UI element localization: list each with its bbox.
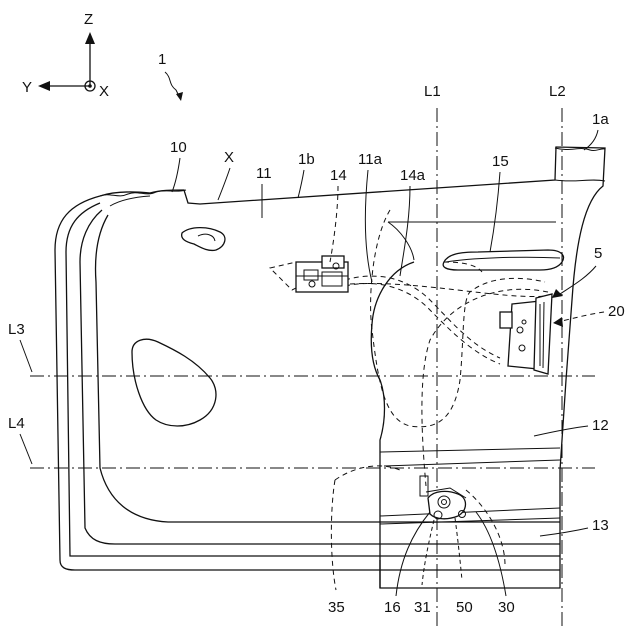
label-11a: 11a — [358, 151, 383, 168]
leader-10 — [172, 158, 180, 192]
leader-x-mark — [218, 168, 230, 200]
figure-ref-arrowhead — [176, 92, 183, 101]
label-14a: 14a — [400, 167, 426, 184]
trim-hole-inner — [198, 234, 215, 241]
y-axis-arrow — [38, 81, 50, 91]
frame-outline-3 — [80, 210, 560, 544]
leader-l3 — [20, 340, 32, 372]
label-20: 20 — [608, 303, 625, 320]
leader-13 — [540, 528, 588, 536]
inner-belt-curve — [388, 222, 414, 260]
label-13: 13 — [592, 517, 609, 534]
hidden-31-line — [422, 520, 434, 585]
section12-line-2 — [384, 460, 560, 466]
label-10: 10 — [170, 139, 187, 156]
label-l2: L2 — [549, 83, 566, 100]
panel-sketch-edge — [110, 196, 150, 206]
label-l4: L4 — [8, 415, 25, 432]
hidden-lines — [331, 210, 548, 590]
label-l3: L3 — [8, 321, 25, 338]
cable-a — [345, 276, 500, 358]
module-tab — [500, 312, 512, 328]
leader-5 — [560, 266, 596, 294]
label-50: 50 — [456, 599, 473, 616]
label-35: 35 — [328, 599, 345, 616]
leader-14 — [330, 186, 338, 262]
leader-11a — [365, 170, 372, 282]
trim-hole — [182, 228, 225, 251]
leader-20 — [558, 312, 604, 322]
label-12: 12 — [592, 417, 609, 434]
motor-unit — [270, 256, 348, 292]
leader-16 — [396, 512, 430, 596]
axis-indicator: Z Y X — [22, 11, 109, 100]
z-axis-arrow — [85, 32, 95, 44]
regulator-module — [500, 294, 552, 374]
label-l1: L1 — [424, 83, 441, 100]
leader-l4 — [20, 434, 32, 464]
label-30: 30 — [498, 599, 515, 616]
y-axis-label: Y — [22, 79, 32, 96]
leader-14a — [400, 186, 410, 276]
hidden-50-line — [455, 518, 462, 580]
x-axis-dot — [88, 84, 92, 88]
z-axis-label: Z — [84, 11, 93, 28]
hidden-35-line — [331, 480, 336, 590]
frame-outline-2 — [66, 203, 560, 556]
leader-12 — [534, 426, 588, 436]
leader-20-arrowhead — [553, 317, 563, 327]
label-16: 16 — [384, 599, 401, 616]
label-5: 5 — [594, 245, 602, 262]
handle-inner — [446, 257, 560, 262]
section12-line-1 — [380, 448, 560, 452]
lock-mechanism — [420, 476, 466, 519]
label-11: 11 — [256, 165, 272, 182]
rail-line-1 — [380, 508, 560, 516]
x-axis-label: X — [99, 83, 109, 100]
lock-rod — [420, 476, 428, 496]
figure-ref-label: 1 — [158, 51, 166, 68]
cable-b — [345, 283, 500, 364]
label-1b: 1b — [298, 151, 315, 168]
label-31: 31 — [414, 599, 431, 616]
label-x-mark: X — [224, 149, 234, 166]
label-15: 15 — [492, 153, 509, 170]
label-1a: 1a — [592, 111, 609, 128]
leader-30 — [476, 512, 506, 596]
leader-1b — [298, 170, 304, 198]
door-handle — [443, 250, 563, 270]
speaker-opening — [132, 339, 216, 426]
rail-line-2 — [380, 518, 560, 524]
label-14: 14 — [330, 167, 347, 184]
